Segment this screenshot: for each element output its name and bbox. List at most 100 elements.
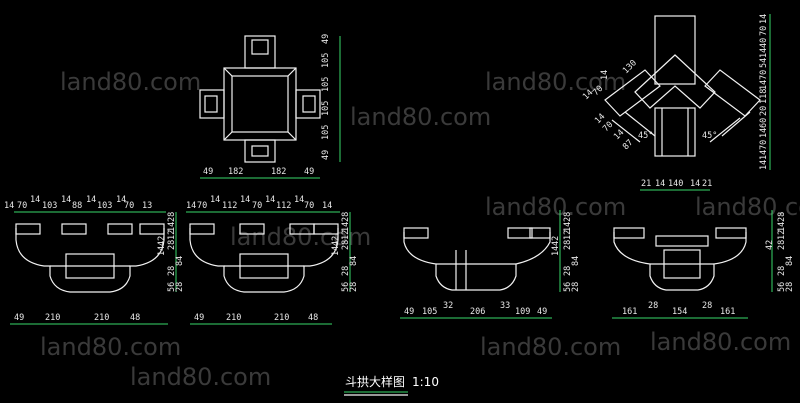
dim-label: 70 bbox=[759, 140, 769, 150]
dim-label: 210 bbox=[226, 313, 241, 323]
dim-label: 14 bbox=[157, 246, 167, 256]
dim-label: 28 bbox=[563, 240, 573, 250]
plan-45-view: 130 14 70 14 14 70 14 87 45° 45° 14 70 4… bbox=[581, 14, 771, 191]
plan45-right-lower bbox=[709, 111, 751, 143]
dim-label: 28 bbox=[563, 212, 573, 222]
watermark-text: land80.com bbox=[485, 193, 626, 221]
dim-label: 49 bbox=[321, 150, 331, 160]
dim-label: 28 bbox=[777, 212, 787, 222]
dim-label: 28 bbox=[167, 240, 177, 250]
dim-label: 28 bbox=[571, 282, 581, 292]
elev3-outline bbox=[403, 232, 551, 291]
dim-label: 70 bbox=[252, 201, 262, 211]
dim-label: 70 bbox=[759, 26, 769, 36]
dim-label: 14 bbox=[4, 201, 14, 211]
dim-label: 210 bbox=[274, 313, 289, 323]
watermark-text: land80.com bbox=[40, 333, 181, 361]
dim-label: 42 bbox=[157, 236, 167, 246]
dim-label: 28 bbox=[777, 240, 787, 250]
plan45-left-dimensions: 130 14 70 14 14 70 14 87 45° 45° bbox=[581, 58, 717, 152]
plan-view: 49 105 105 105 105 49 49 182 182 49 bbox=[199, 34, 341, 179]
dim-label: 14 bbox=[759, 150, 769, 160]
elevation-3: 28 14 12 28 42 14 28 84 56 28 49 105 32 … bbox=[400, 210, 581, 319]
elev1-bottom-dimensions: 49 210 210 48 bbox=[14, 313, 140, 323]
dim-label: 40 bbox=[759, 38, 769, 48]
dim-label: 48 bbox=[130, 313, 140, 323]
dim-label: 42 bbox=[331, 236, 341, 246]
elev1-side-dimensions: 28 14 12 28 42 14 28 84 56 28 bbox=[157, 212, 185, 292]
plan-arm-right bbox=[295, 89, 321, 119]
watermark-text: land80.com bbox=[650, 328, 791, 356]
dim-label: 14 bbox=[331, 246, 341, 256]
watermark-text: land80.com bbox=[60, 68, 201, 96]
dim-label: 70 bbox=[759, 70, 769, 80]
plan-arm-left bbox=[199, 89, 225, 119]
dim-label: 70 bbox=[197, 201, 207, 211]
dim-label: 14 bbox=[759, 128, 769, 138]
watermark-text: land80.com bbox=[695, 193, 800, 221]
dim-label: 28 bbox=[175, 282, 185, 292]
plan45-bottom-beam bbox=[654, 107, 696, 157]
dim-label: 56 bbox=[563, 282, 573, 292]
dim-label: 161 bbox=[720, 307, 735, 317]
angle-label: 45° bbox=[638, 131, 653, 141]
dim-label: 87 bbox=[621, 138, 635, 152]
dim-label: 28 bbox=[563, 266, 573, 276]
dim-label: 56 bbox=[341, 282, 351, 292]
dim-label: 14 bbox=[116, 195, 126, 205]
plan45-top-beam bbox=[654, 15, 696, 85]
dim-label: 84 bbox=[785, 256, 795, 266]
dim-label: 118 bbox=[759, 89, 769, 104]
watermark-text: land80.com bbox=[480, 333, 621, 361]
dim-label: 14 bbox=[777, 222, 787, 232]
dim-label: 112 bbox=[276, 201, 291, 211]
dim-label: 14 bbox=[61, 195, 71, 205]
elev3-bottom-dimensions: 49 105 32 206 33 109 49 bbox=[404, 301, 547, 317]
elevation-4: 28 14 12 28 42 28 84 56 28 161 28 154 28… bbox=[612, 210, 795, 319]
dim-label: 109 bbox=[515, 307, 530, 317]
dim-label: 49 bbox=[203, 167, 213, 177]
dim-label: 28 bbox=[341, 240, 351, 250]
dim-label: 21 bbox=[641, 179, 651, 189]
plan45-left-arm bbox=[604, 69, 661, 117]
dim-label: 49 bbox=[14, 313, 24, 323]
dim-label: 84 bbox=[175, 256, 185, 266]
dim-label: 84 bbox=[571, 256, 581, 266]
dim-label: 12 bbox=[777, 230, 787, 240]
dim-label: 12 bbox=[167, 230, 177, 240]
plan45-bottom-dimensions: 21 14 140 14 21 bbox=[641, 179, 712, 189]
plan45-left-lower bbox=[611, 111, 656, 143]
scale-text: 1:10 bbox=[412, 375, 439, 389]
watermark-text: land80.com bbox=[130, 363, 271, 391]
plan-arm-top bbox=[244, 35, 276, 69]
dim-label: 14 bbox=[655, 179, 665, 189]
dim-label: 28 bbox=[785, 282, 795, 292]
dim-label: 21 bbox=[702, 179, 712, 189]
watermark-text: land80.com bbox=[350, 103, 491, 131]
elev2-outline bbox=[189, 228, 339, 293]
dim-label: 14 bbox=[240, 195, 250, 205]
dim-label: 49 bbox=[321, 34, 331, 44]
dim-label: 49 bbox=[404, 307, 414, 317]
dim-label: 182 bbox=[228, 167, 243, 177]
dim-label: 105 bbox=[321, 53, 331, 68]
plan-arm-bottom bbox=[244, 139, 276, 163]
dim-label: 49 bbox=[537, 307, 547, 317]
elev2-bottom-dimensions: 49 210 210 48 bbox=[194, 313, 318, 323]
dim-label: 112 bbox=[222, 201, 237, 211]
dim-label: 48 bbox=[308, 313, 318, 323]
dim-label: 14 bbox=[265, 195, 275, 205]
dim-label: 12 bbox=[341, 230, 351, 240]
dim-label: 28 bbox=[648, 301, 658, 311]
dim-label: 28 bbox=[349, 282, 359, 292]
dim-label: 42 bbox=[765, 240, 775, 250]
drawing-title: 斗拱大样图 1:10 bbox=[344, 374, 439, 396]
plan45-right-arm bbox=[704, 69, 761, 117]
dim-label: 14 bbox=[563, 222, 573, 232]
dim-label: 210 bbox=[94, 313, 109, 323]
watermark-text: land80.com bbox=[485, 68, 626, 96]
dim-label: 56 bbox=[167, 282, 177, 292]
dim-label: 14 bbox=[341, 222, 351, 232]
dim-label: 20 bbox=[759, 106, 769, 116]
